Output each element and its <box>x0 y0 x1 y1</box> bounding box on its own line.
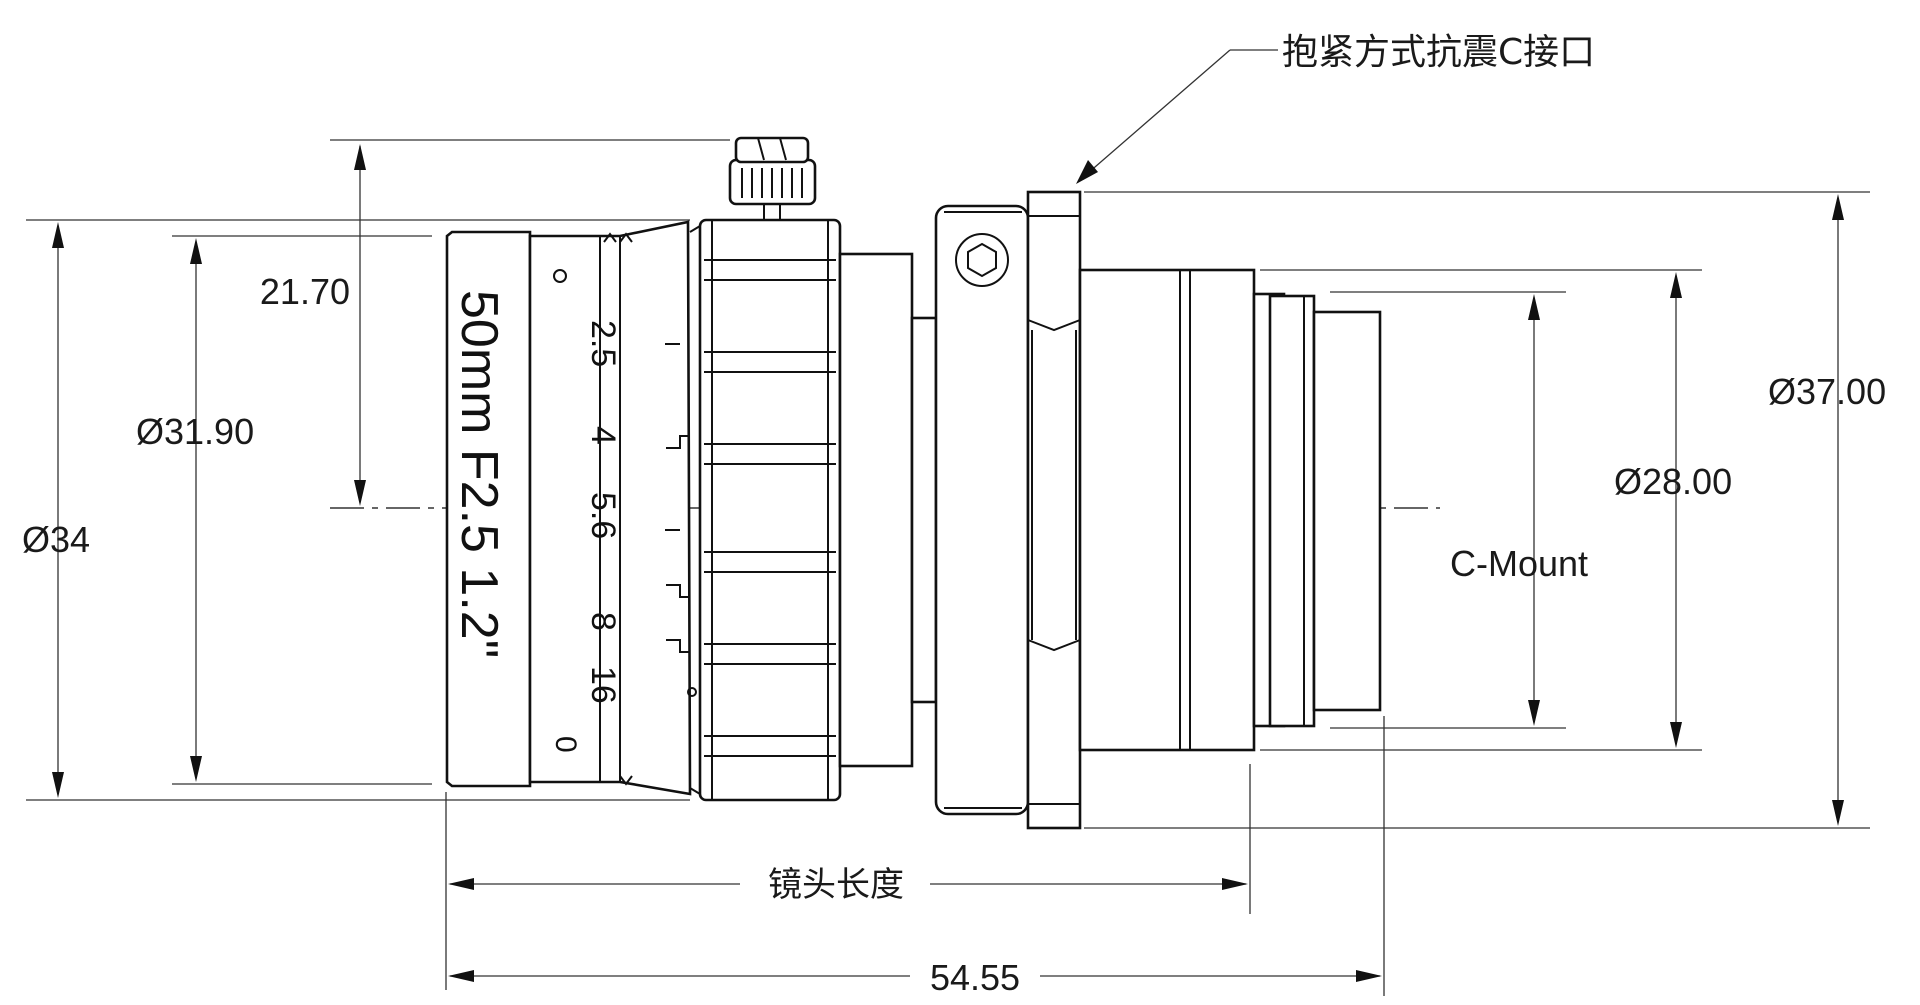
dim-text-37-00: Ø37.00 <box>1768 371 1886 412</box>
aperture-2-5: 2.5 <box>584 320 622 367</box>
dim-text-31-90: Ø31.90 <box>136 411 254 452</box>
dimension-c-mount: C-Mount <box>1330 291 1588 729</box>
dim-text-lens-length: 镜头长度 <box>768 865 904 905</box>
aperture-5-6: 5.6 <box>584 492 622 539</box>
aperture-4: 4 <box>584 426 622 445</box>
lens-engraving: 50mm F2.5 1.2" 2.5 4 5.6 8 16 0 <box>450 269 622 753</box>
dimension-37-00: Ø37.00 <box>1084 191 1886 829</box>
dim-text-28-00: Ø28.00 <box>1614 461 1732 502</box>
focus-grip-ring <box>689 218 842 802</box>
dimension-54-55: 54.55 <box>448 716 1385 998</box>
dim-text-21-70: 21.70 <box>260 271 350 312</box>
dim-text-34: Ø34 <box>22 519 90 560</box>
aperture-ring <box>528 220 697 796</box>
dimension-34: Ø34 <box>22 219 690 801</box>
c-mount-body <box>1078 268 1382 752</box>
mount-callout: 抱紧方式抗震C接口 <box>1076 32 1595 184</box>
aperture-8: 8 <box>584 612 622 631</box>
aperture-16: 16 <box>584 666 622 704</box>
dimension-28-00: Ø28.00 <box>1260 269 1732 751</box>
index-dot <box>553 269 567 283</box>
dim-text-c-mount: C-Mount <box>1450 543 1588 584</box>
clamp-collar <box>934 190 1082 830</box>
engraved-model: 50mm F2.5 1.2" <box>450 290 508 658</box>
dimension-31-90: Ø31.90 <box>136 235 432 785</box>
lock-knob <box>728 136 817 221</box>
rear-barrel <box>838 252 938 768</box>
callout-mount-label: 抱紧方式抗震C接口 <box>1282 32 1595 73</box>
zero-mark: 0 <box>549 736 582 753</box>
dimension-21-70: 21.70 <box>260 139 730 506</box>
dim-text-54-55: 54.55 <box>930 957 1020 998</box>
dimension-lens-length: 镜头长度 <box>445 764 1251 990</box>
